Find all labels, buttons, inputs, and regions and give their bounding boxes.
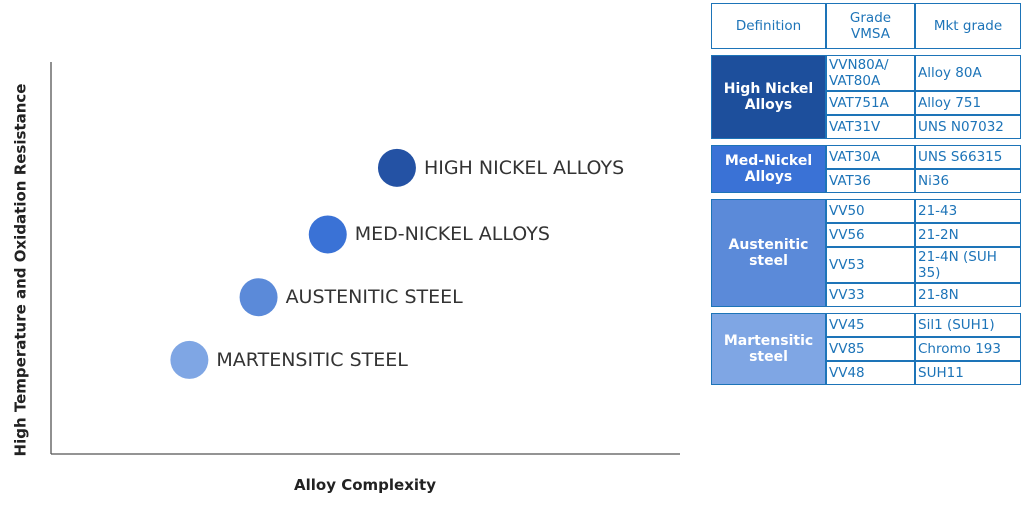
data-point-label: AUSTENITIC STEEL — [285, 286, 463, 309]
grade-vmsa-cell: VAT36 — [826, 169, 915, 193]
grade-vmsa-cell: VAT31V — [826, 115, 915, 139]
data-point-label: MED-NICKEL ALLOYS — [354, 223, 550, 246]
mkt-grade-cell: Chromo 193 — [915, 337, 1021, 361]
mkt-grade-cell: Ni36 — [915, 169, 1021, 193]
mkt-grade-cell: UNS S66315 — [915, 145, 1021, 169]
data-point-3 — [377, 148, 416, 187]
mkt-grade-cell: 21-8N — [915, 283, 1021, 307]
grade-vmsa-cell: VAT751A — [826, 91, 915, 115]
chart-plot-area — [50, 62, 680, 455]
grades-table: Definition Grade VMSA Mkt grade High Nic… — [711, 3, 1021, 385]
mkt-grade-cell: SUH11 — [915, 361, 1021, 385]
mkt-grade-cell: 21-2N — [915, 223, 1021, 247]
mkt-grade-cell: Alloy 751 — [915, 91, 1021, 115]
grade-vmsa-cell: VV45 — [826, 313, 915, 337]
x-axis-label: Alloy Complexity — [294, 476, 436, 494]
table-header-row: Definition Grade VMSA Mkt grade — [711, 3, 1021, 49]
grade-vmsa-cell: VV33 — [826, 283, 915, 307]
data-point-label: HIGH NICKEL ALLOYS — [423, 156, 625, 179]
grade-vmsa-cell: VAT30A — [826, 145, 915, 169]
y-axis-label: High Temperature and Oxidation Resistanc… — [11, 83, 30, 457]
data-point-1 — [239, 278, 278, 317]
grade-vmsa-cell: VV50 — [826, 199, 915, 223]
grade-vmsa-cell: VV56 — [826, 223, 915, 247]
data-point-2 — [308, 215, 347, 254]
grade-vmsa-cell: VV53 — [826, 247, 915, 283]
group-label: Med-Nickel Alloys — [711, 145, 826, 193]
header-definition: Definition — [711, 3, 826, 49]
mkt-grade-cell: 21-4N (SUH 35) — [915, 247, 1021, 283]
data-point-0 — [170, 340, 209, 379]
header-grade-vmsa: Grade VMSA — [826, 3, 915, 49]
group-label: Austenitic steel — [711, 199, 826, 307]
header-mkt-grade: Mkt grade — [915, 3, 1021, 49]
mkt-grade-cell: Sil1 (SUH1) — [915, 313, 1021, 337]
mkt-grade-cell: Alloy 80A — [915, 55, 1021, 91]
group-label: High Nickel Alloys — [711, 55, 826, 139]
grade-vmsa-cell: VVN80A/ VAT80A — [826, 55, 915, 91]
group-label: Martensitic steel — [711, 313, 826, 385]
mkt-grade-cell: 21-43 — [915, 199, 1021, 223]
grade-vmsa-cell: VV48 — [826, 361, 915, 385]
mkt-grade-cell: UNS N07032 — [915, 115, 1021, 139]
data-point-label: MARTENSITIC STEEL — [216, 348, 408, 371]
grade-vmsa-cell: VV85 — [826, 337, 915, 361]
